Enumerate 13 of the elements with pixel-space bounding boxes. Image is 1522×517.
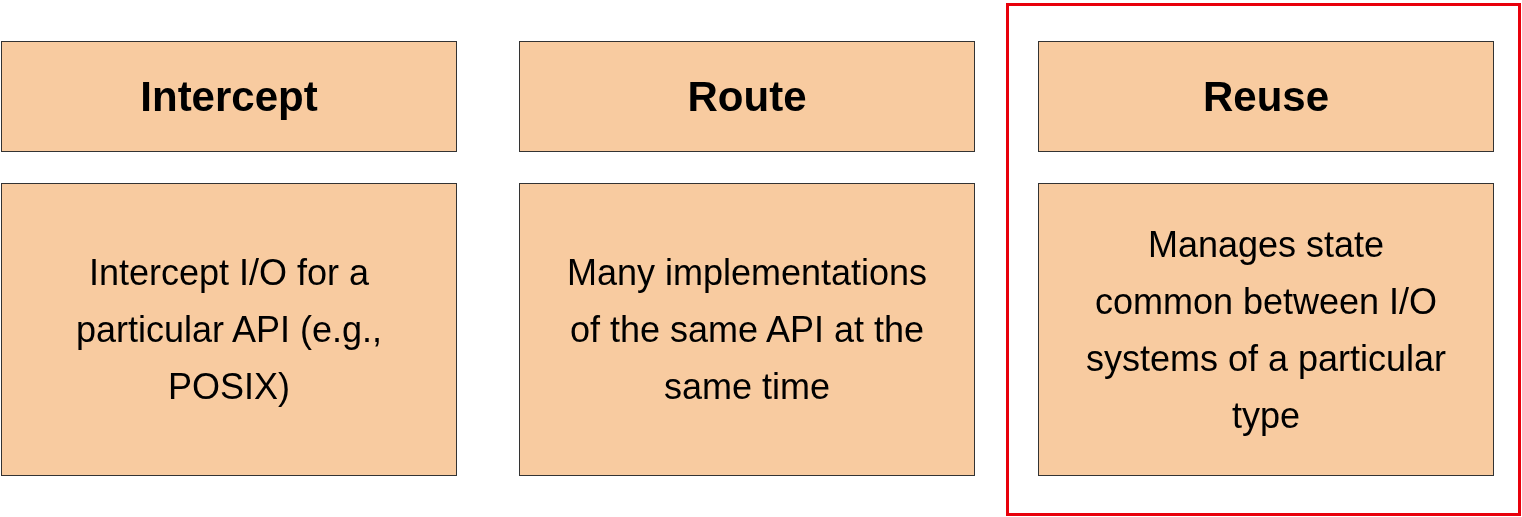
header-box — [519, 41, 975, 152]
description-text: Manages state common between I/O systems of a particular type — [1084, 222, 1448, 438]
description-box — [1038, 183, 1494, 476]
description-text: Intercept I/O for a particular API (e.g., POSIX) — [74, 251, 384, 409]
description-box — [519, 183, 975, 476]
highlight-frame — [1006, 3, 1521, 516]
header-box — [1, 41, 457, 152]
description-text: Many implementations of the same API at the same time — [565, 251, 929, 409]
description-box — [1, 183, 457, 476]
heading-text: Route — [687, 72, 807, 121]
heading-text: Intercept — [140, 72, 318, 121]
heading-text: Reuse — [1202, 72, 1330, 121]
header-box — [1038, 41, 1494, 152]
